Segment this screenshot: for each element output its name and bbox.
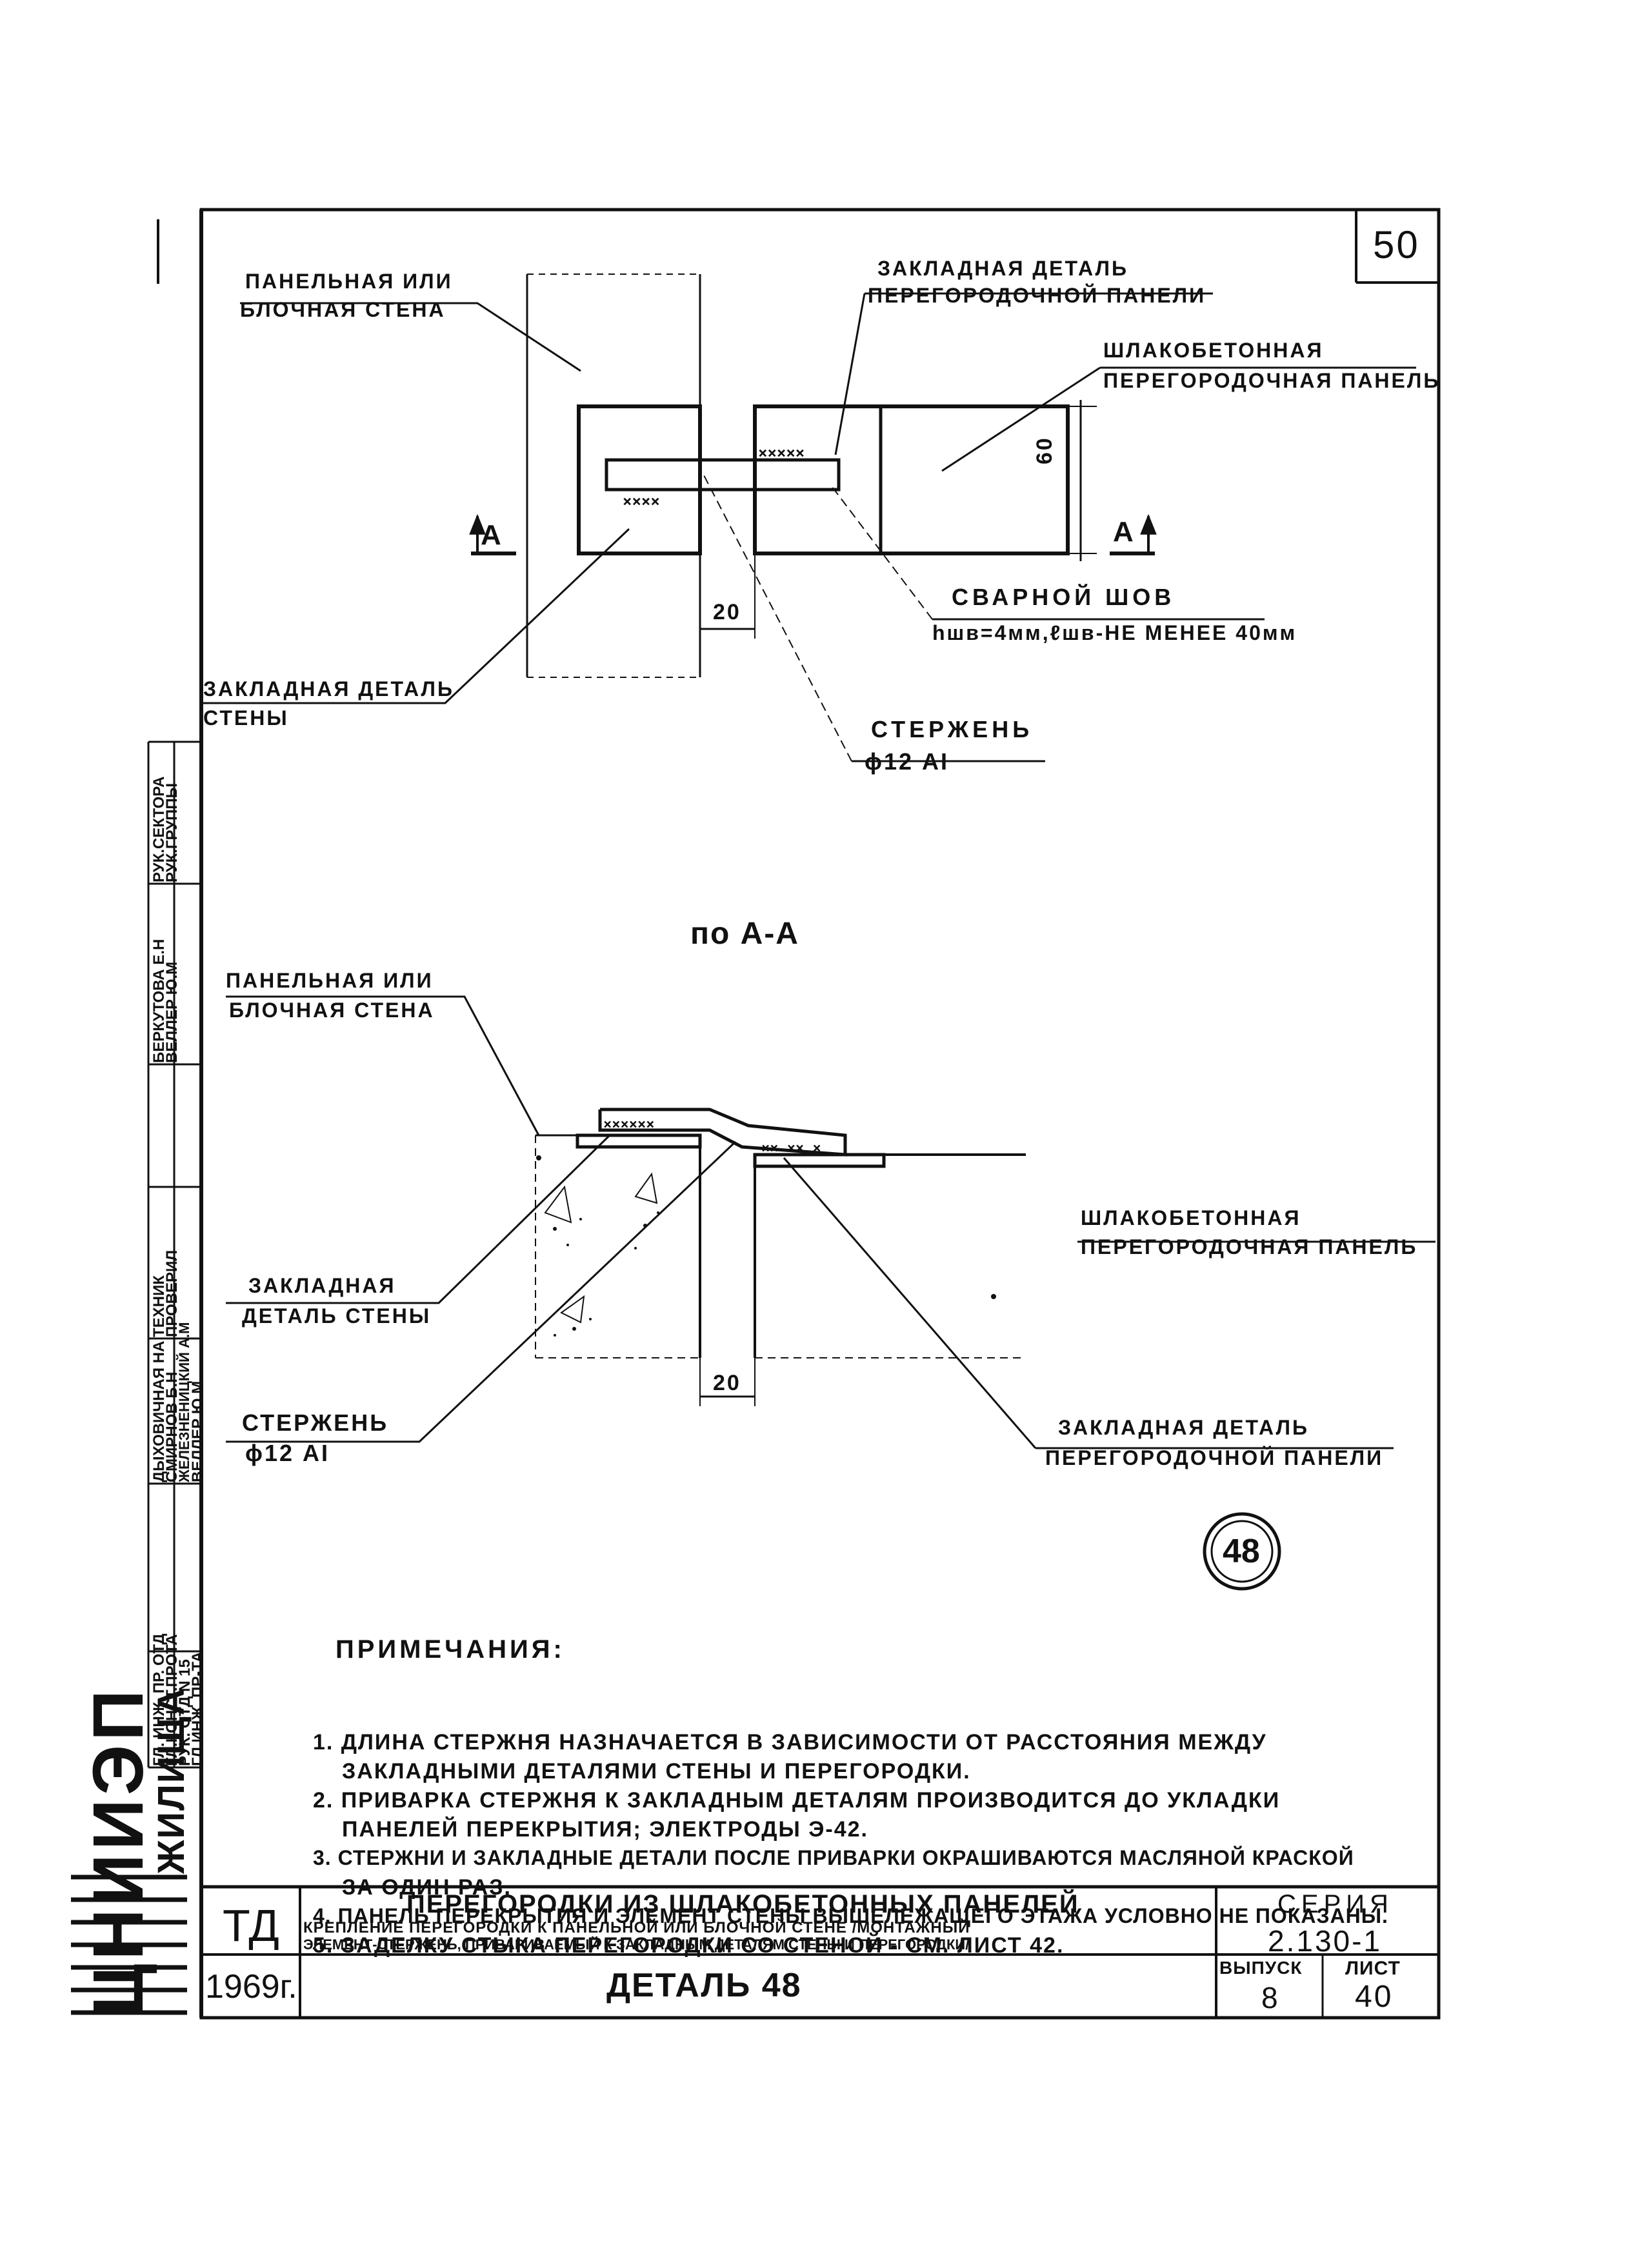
note-line-1: 1. ДЛИНА СТЕРЖНЯ НАЗНАЧАЕТСЯ В ЗАВИСИМОС…	[313, 1730, 1267, 1755]
plan-view: ×××× ×××××	[201, 274, 1416, 762]
org-logo-mark	[71, 1875, 187, 2015]
section-label-embedded-partition-2: ПЕРЕГОРОДОЧНОЙ ПАНЕЛИ	[1045, 1446, 1384, 1469]
note-line-5: 3. СТЕРЖНИ И ЗАКЛАДНЫЕ ДЕТАЛИ ПОСЛЕ ПРИВ…	[313, 1846, 1354, 1869]
sheet-number: 50	[1373, 223, 1420, 266]
section-label-slag-panel-2: ПЕРЕГОРОДОЧНАЯ ПАНЕЛЬ	[1081, 1235, 1418, 1258]
section-view: ×××××× ×× ×× ×	[226, 995, 1436, 1591]
stamp-row4-col1: ГЛ.ИНЖ. ПР-ТА	[189, 1651, 206, 1766]
plan-label-slag-panel-1: ШЛАКОБЕТОННАЯ	[1103, 339, 1324, 362]
title-year: 1969г.	[205, 1968, 297, 2005]
plan-label-slag-panel-2: ПЕРЕГОРОДОЧНАЯ ПАНЕЛЬ	[1103, 369, 1441, 392]
side-stamp-org: ЦНИИЭП	[79, 1686, 158, 2016]
note-line-6: ЗА ОДИН РАЗ.	[342, 1875, 512, 1900]
section-label-embedded-wall-2: ДЕТАЛЬ СТЕНЫ	[242, 1304, 432, 1328]
plan-label-rod-2: ϕ12 АI	[865, 748, 950, 775]
section-label-slag-panel-1: ШЛАКОБЕТОННАЯ	[1081, 1206, 1301, 1229]
title-td: ТД	[223, 1900, 279, 1951]
plan-label-wall-1: ПАНЕЛЬНАЯ ИЛИ	[245, 270, 453, 293]
title-detail: ДЕТАЛЬ 48	[606, 1967, 802, 2004]
plan-label-wall-2: БЛОЧНАЯ СТЕНА	[240, 298, 446, 321]
issue-value: 8	[1261, 1981, 1280, 2014]
stamp-row4-col2: ВЕЛЛЕР Ю.М	[189, 1380, 206, 1482]
detail-badge: 48	[1223, 1533, 1260, 1570]
title-sub-1: КРЕПЛЕНИЕ ПЕРЕГОРОДКИ К ПАНЕЛЬНОЙ ИЛИ БЛ…	[303, 1919, 970, 1936]
plan-section-mark-left: А	[481, 519, 503, 551]
section-label-rod-2: ϕ12 АI	[245, 1440, 330, 1466]
note-line-4: ПАНЕЛЕЙ ПЕРЕКРЫТИЯ; ЭЛЕКТРОДЫ Э-42.	[342, 1817, 868, 1842]
svg-text:×× ×× ×: ×× ×× ×	[761, 1140, 821, 1157]
title-main: ПЕРЕГОРОДКИ ИЗ ШЛАКОБЕТОННЫХ ПАНЕЛЕЙ	[406, 1890, 1079, 1918]
plan-label-embedded-wall-2: СТЕНЫ	[203, 706, 289, 730]
section-dim-20: 20	[713, 1371, 741, 1395]
svg-text:××××××: ××××××	[603, 1117, 654, 1133]
svg-text:×××××: ×××××	[758, 444, 805, 462]
plan-dim-60: 60	[1032, 436, 1057, 464]
notes-heading: ПРИМЕЧАНИЯ:	[335, 1635, 565, 1664]
section-label-wall-1: ПАНЕЛЬНАЯ ИЛИ	[226, 969, 434, 992]
section-title: по А-А	[690, 917, 799, 951]
svg-text:××××: ××××	[623, 492, 660, 510]
plan-label-weld-1: СВАРНОЙ ШОВ	[952, 584, 1176, 610]
plan-label-weld-2: hшв=4мм,ℓшв-НЕ МЕНЕЕ 40мм	[932, 621, 1297, 644]
plan-label-embedded-partition-1: ЗАКЛАДНАЯ ДЕТАЛЬ	[877, 257, 1128, 280]
series-value: 2.130-1	[1268, 1924, 1383, 1958]
plan-dim-20: 20	[713, 600, 741, 624]
note-line-3: 2. ПРИВАРКА СТЕРЖНЯ К ЗАКЛАДНЫМ ДЕТАЛЯМ …	[313, 1788, 1281, 1813]
stamp-row2-col4: ВЕЛЛЕР Ю.М	[163, 961, 181, 1063]
note-line-2: ЗАКЛАДНЫМИ ДЕТАЛЯМИ СТЕНЫ И ПЕРЕГОРОДКИ.	[342, 1759, 971, 1784]
note-line-8: 5. ЗАДЕЛКУ СТЫКА ПЕРЕГОРОДКИ СО СТЕНОЙ -…	[313, 1933, 1065, 1958]
title-block-grid	[201, 1885, 1439, 2018]
sheet-label: ЛИСТ	[1345, 1958, 1401, 1979]
stamp-row2-col5: РУК.ГРУППЫ	[163, 782, 181, 882]
plan-label-rod-1: СТЕРЖЕНЬ	[871, 716, 1034, 742]
plan-label-embedded-wall-1: ЗАКЛАДНАЯ ДЕТАЛЬ	[203, 677, 454, 701]
note-line-7: 4. ПАНЕЛЬ ПЕРЕКРЫТИЯ И ЭЛЕМЕНТ СТЕНЫ ВЫШ…	[313, 1904, 1388, 1927]
issue-label: ВЫПУСК	[1219, 1958, 1303, 1978]
section-label-embedded-wall-1: ЗАКЛАДНАЯ	[248, 1274, 396, 1297]
plan-label-embedded-partition-2: ПЕРЕГОРОДОЧНОЙ ПАНЕЛИ	[868, 284, 1206, 307]
title-sub-2: ЭЛЕМЕНТ-СТЕРЖЕНЬ, ПРИВАРИВАЕМЫЙ К ЗАКЛАД…	[303, 1936, 970, 1953]
side-stamp-grid	[147, 219, 203, 1769]
sheet-value: 40	[1355, 1980, 1394, 2014]
plan-section-mark-right: А	[1113, 516, 1136, 548]
section-label-embedded-partition-1: ЗАКЛАДНАЯ ДЕТАЛЬ	[1058, 1416, 1309, 1439]
series-label: СЕРИЯ	[1277, 1890, 1394, 1918]
section-label-rod-1: СТЕРЖЕНЬ	[242, 1409, 389, 1436]
section-label-wall-2: БЛОЧНАЯ СТЕНА	[229, 999, 435, 1022]
